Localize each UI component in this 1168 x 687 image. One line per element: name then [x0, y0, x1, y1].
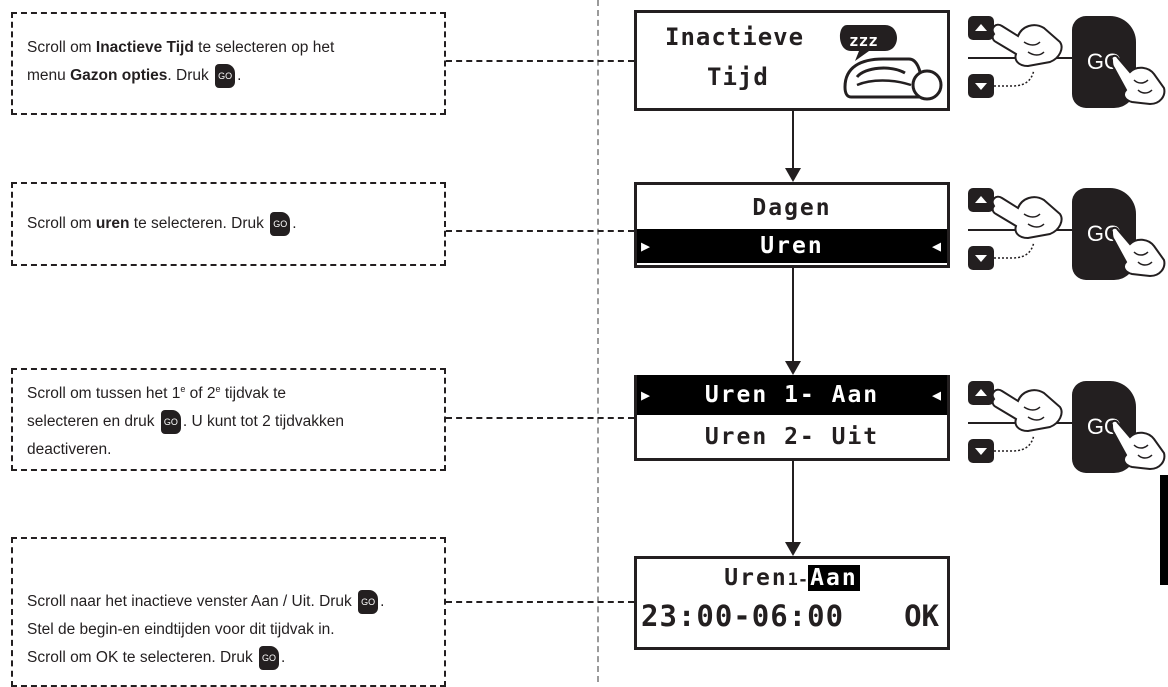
screen-4-time: 23:00-06:00 [641, 599, 845, 633]
instruction-box-1: Scroll om Inactieve Tijd te selecteren o… [11, 12, 446, 115]
instruction-box-2: Scroll om uren te selecteren. Druk GO. [11, 182, 446, 266]
instruction-line: Stel de begin-en eindtijden voor dit tij… [27, 616, 430, 644]
go-key-icon: GO [259, 645, 279, 670]
screen-4-title-num: 1- [787, 570, 809, 590]
screen-4-title-prefix: Uren [724, 565, 788, 591]
screen-1-line-1: Inactieve [665, 23, 805, 51]
pressing-hand-icon [991, 195, 1063, 240]
instruction-line: selecteren en druk GO. U kunt tot 2 tijd… [27, 408, 430, 436]
instruction-line: Scroll om tussen het 1e of 2e tijdvak te [27, 375, 430, 408]
divider [597, 0, 599, 682]
flow-line-1 [792, 111, 794, 168]
flow-arrowhead-3 [785, 542, 801, 556]
down-button-icon [968, 439, 994, 463]
pressing-hand-icon [1110, 419, 1166, 471]
up-button-icon [968, 381, 994, 405]
lcd-screen-inactieve-tijd: Inactieve Tijd zzz [634, 10, 950, 111]
sleeping-mower-zzz-icon: zzz [839, 25, 943, 101]
control-pad-2: GO [968, 180, 1168, 280]
instruction-text: tijdvak te [220, 385, 287, 403]
instruction-text: . [237, 67, 242, 84]
instruction-text: Scroll om [27, 39, 96, 56]
bold-term: Gazon opties [70, 67, 168, 84]
lcd-screen-dagen-uren: Dagen ▶ Uren ◀ [634, 182, 950, 268]
pressing-hand-icon [1110, 54, 1166, 106]
instruction-text: menu [27, 67, 71, 84]
instruction-text: . [281, 649, 286, 666]
flow-line-3 [792, 461, 794, 542]
right-selector-icon: ◀ [931, 237, 943, 255]
left-selector-icon: ▶ [641, 386, 653, 404]
ordinal-suffix: e [215, 384, 221, 394]
connector-3 [446, 417, 634, 419]
instruction-text: of 2 [185, 385, 216, 403]
instruction-text: deactiveren. [27, 441, 112, 459]
instruction-text: Scroll naar het inactieve venster Aan / … [27, 593, 357, 610]
screen-3-row-uren-2: Uren 2- Uit [704, 424, 880, 450]
flow-arrowhead-2 [785, 361, 801, 375]
page-edge-tab [1160, 475, 1168, 585]
go-key-icon: GO [270, 211, 291, 236]
go-key-icon: GO [160, 410, 181, 435]
screen-2-row-dagen: Dagen [752, 195, 832, 221]
go-key-icon: GO [215, 63, 236, 88]
up-button-icon [968, 188, 994, 212]
screen-2-row-uren-label: Uren [760, 233, 824, 259]
screen-2-row-uren: ▶ Uren ◀ [637, 229, 947, 263]
instruction-text: . [292, 215, 297, 232]
instruction-line: Scroll om Inactieve Tijd te selecteren o… [27, 34, 430, 62]
bold-term: Inactieve Tijd [95, 39, 194, 56]
control-pad-3: GO [968, 373, 1168, 473]
screen-3-row-uren-1-label: Uren 1- Aan [704, 382, 880, 408]
down-button-icon [968, 74, 994, 98]
lcd-screen-uren-1-2: ▶ Uren 1- Aan ◀ Uren 2- Uit [634, 375, 950, 461]
go-key-icon: GO [358, 589, 379, 614]
instruction-text: selecteren en druk [27, 413, 159, 431]
ordinal-suffix: e [180, 384, 186, 394]
instruction-line: deactiveren. [27, 436, 430, 464]
pressing-hand-icon [991, 23, 1063, 68]
instruction-text: te selecteren. Druk [129, 215, 269, 232]
connector-1 [446, 60, 634, 62]
bold-term: uren [95, 215, 130, 232]
flow-arrowhead-1 [785, 168, 801, 182]
instruction-text: . Druk [167, 67, 214, 84]
lcd-screen-uren-1-time: Uren1-Aan 23:00-06:00 OK [634, 556, 950, 650]
instruction-line: Scroll om OK te selecteren. Druk GO. [27, 644, 430, 672]
connector-2 [446, 230, 634, 232]
instruction-text: . [380, 593, 385, 610]
pressing-hand-icon [991, 388, 1063, 433]
screen-3-row-uren-1: ▶ Uren 1- Aan ◀ [637, 375, 947, 415]
instruction-box-3: Scroll om tussen het 1e of 2e tijdvak te… [11, 368, 446, 471]
pressing-hand-icon [1110, 226, 1166, 278]
screen-1-line-2: Tijd [707, 63, 769, 91]
screen-4-title-selected: Aan [808, 565, 860, 591]
instruction-text: Stel de begin-en eindtijden voor dit tij… [27, 621, 335, 638]
instruction-text: Scroll om OK te selecteren. Druk [27, 649, 257, 666]
screen-4-title: Uren1-Aan [637, 561, 947, 595]
right-selector-icon: ◀ [931, 386, 943, 404]
up-button-icon [968, 16, 994, 40]
flow-line-2 [792, 268, 794, 361]
control-pad-1: GO [968, 8, 1168, 108]
down-button-icon [968, 246, 994, 270]
left-selector-icon: ▶ [641, 237, 653, 255]
instruction-text: . U kunt tot 2 tijdvakken [182, 413, 344, 431]
screen-4-ok: OK [904, 599, 939, 633]
connector-4 [446, 601, 634, 603]
instruction-line: Scroll naar het inactieve venster Aan / … [27, 588, 430, 616]
zzz-label: zzz [849, 31, 878, 50]
instruction-text: Scroll om tussen het 1 [27, 385, 181, 403]
instruction-line: Scroll om uren te selecteren. Druk GO. [27, 210, 430, 238]
instruction-text: te selecteren op het [193, 39, 335, 56]
instruction-text: Scroll om [27, 215, 96, 232]
instruction-line: menu Gazon opties. Druk GO. [27, 62, 430, 90]
instruction-box-4: Scroll naar het inactieve venster Aan / … [11, 537, 446, 687]
